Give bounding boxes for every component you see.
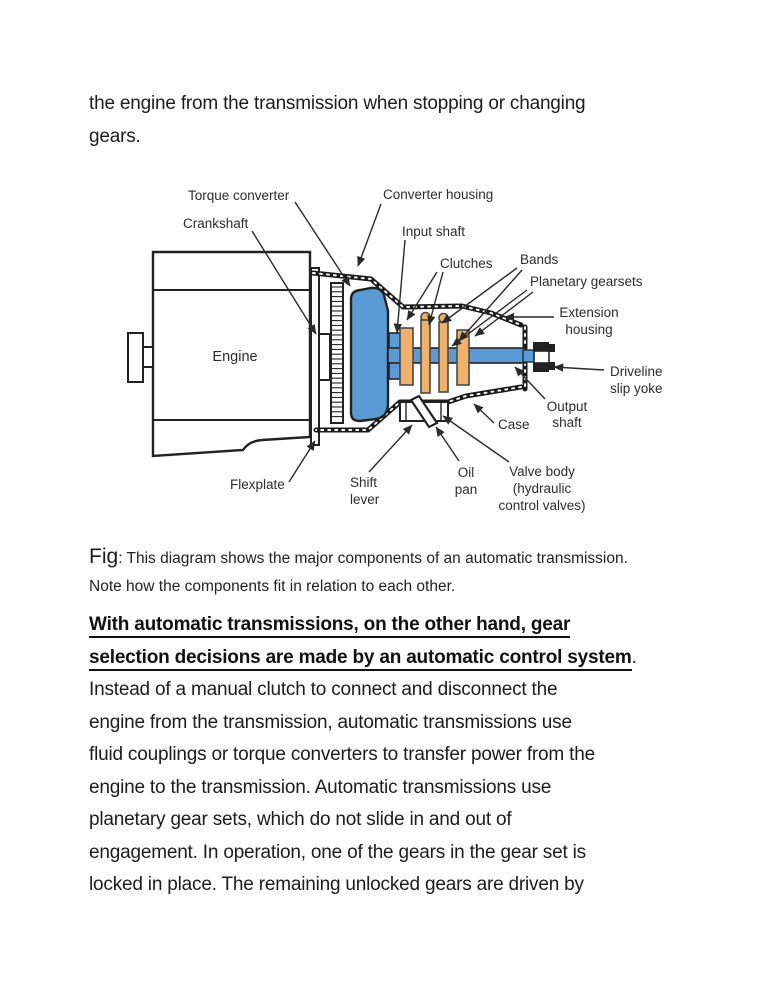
- label-extension-housing-line2: housing: [565, 322, 612, 337]
- label-flexplate: Flexplate: [230, 477, 285, 492]
- label-bands: Bands: [520, 252, 559, 267]
- label-output-shaft-line1: Output: [547, 399, 588, 414]
- label-shift-lever-line2: lever: [350, 492, 380, 507]
- text-line: Instead of a manual clutch to connect an…: [89, 679, 558, 700]
- text-line: selection decisions are made by an autom…: [89, 642, 749, 675]
- label-driveline-slip-yoke-line1: Driveline: [610, 364, 663, 379]
- label-valve-body-line2: (hydraulic: [513, 481, 572, 496]
- label-valve-body-line1: Valve body: [509, 464, 575, 479]
- text-line: fluid couplings or torque converters to …: [89, 744, 595, 765]
- figure-caption: Fig: This diagram shows the major compon…: [89, 543, 729, 601]
- slip-yoke-shape: [533, 342, 555, 372]
- label-shift-lever-line1: Shift: [350, 475, 377, 490]
- figure-caption-line1: : This diagram shows the major component…: [118, 550, 628, 567]
- label-planetary-gearsets: Planetary gearsets: [530, 274, 643, 289]
- torque-converter-shape: [349, 286, 390, 423]
- figure-caption-prefix: Fig: [89, 545, 119, 568]
- flexplate-shape: [330, 282, 344, 424]
- clutch-band-pack: [399, 311, 470, 394]
- text-line: With automatic transmissions, on the oth…: [89, 609, 749, 642]
- intro-paragraph: the engine from the transmission when st…: [89, 88, 729, 153]
- text-line: engine to the transmission. Automatic tr…: [89, 776, 552, 798]
- text-line: planetary gear sets, which do not slide …: [89, 809, 512, 830]
- label-driveline-slip-yoke-line2: slip yoke: [610, 381, 663, 396]
- transmission-diagram: Torque converter Converter housingCranksh…: [127, 187, 663, 513]
- crankshaft-pulley: [127, 332, 144, 383]
- valve-body-shape: [399, 394, 449, 429]
- label-extension-housing-line1: Extension: [559, 305, 618, 320]
- figure-caption-line2: Note how the components fit in relation …: [89, 578, 456, 595]
- text-line: the engine from the transmission when st…: [89, 93, 586, 114]
- label-clutches: Clutches: [440, 256, 493, 271]
- label-oil-pan-line2: pan: [455, 482, 478, 497]
- crankshaft-flange: [318, 333, 331, 381]
- engine-back-plate: [310, 267, 320, 446]
- shift-lever-shape: [409, 394, 439, 429]
- text-line: gears.: [89, 125, 141, 147]
- diagram-labels: Torque converter Converter housingCranksh…: [183, 187, 663, 513]
- engine-block: [127, 250, 331, 458]
- label-valve-body-line3: control valves): [498, 498, 585, 513]
- text-line: engagement. In operation, one of the gea…: [89, 841, 586, 863]
- label-converter-housing: Converter housing: [383, 187, 493, 202]
- label-input-shaft: Input shaft: [402, 224, 465, 239]
- label-oil-pan-line1: Oil: [458, 465, 475, 480]
- leader-lines: [251, 201, 605, 483]
- text-line: engine from the transmission, automatic …: [89, 711, 572, 733]
- label-output-shaft-line2: shaft: [552, 415, 582, 430]
- label-crankshaft: Crankshaft: [183, 216, 249, 231]
- text-line: locked in place. The remaining unlocked …: [89, 874, 584, 895]
- label-case: Case: [498, 417, 530, 432]
- label-torque-converter: Torque converter: [188, 188, 290, 203]
- label-engine: Engine: [212, 349, 257, 365]
- body-paragraph: With automatic transmissions, on the oth…: [89, 609, 749, 902]
